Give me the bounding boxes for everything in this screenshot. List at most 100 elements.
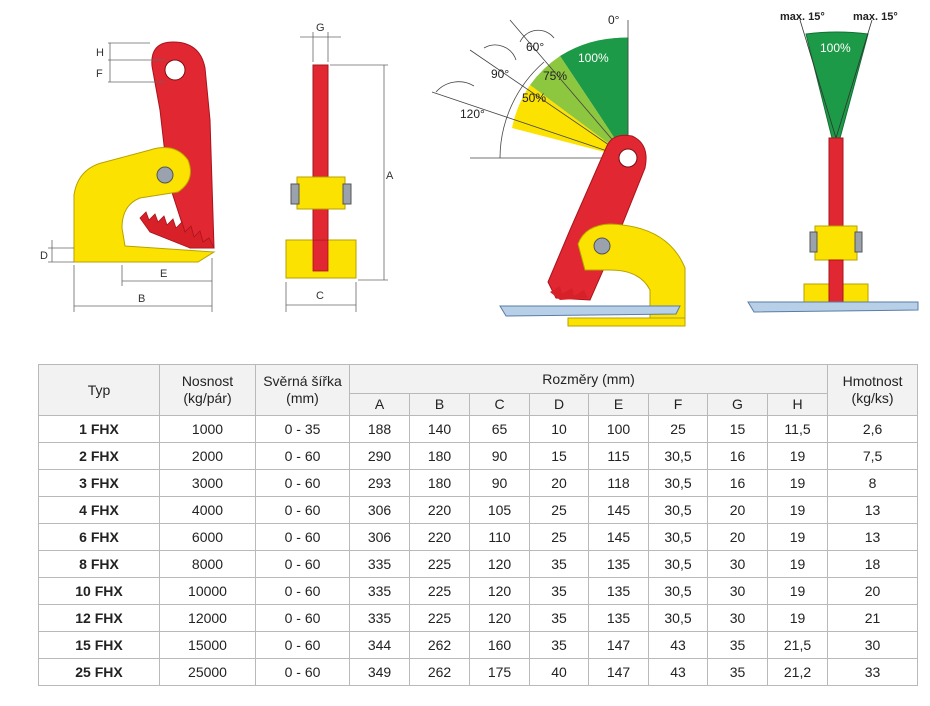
angle-capacity-diagram: 0° 60° 90° 120° 100% 75% 50% <box>431 13 686 327</box>
table-cell: 35 <box>707 658 768 686</box>
table-cell: 135 <box>588 577 649 605</box>
tilted-red-arm <box>547 134 647 301</box>
table-cell: 19 <box>766 523 829 551</box>
tilt-green-cone <box>805 31 869 139</box>
table-cell: 40 <box>529 658 589 686</box>
table-cell: 35 <box>529 631 589 659</box>
table-cell: 110 <box>469 523 530 551</box>
table-cell: 225 <box>409 577 470 605</box>
table-cell: 20 <box>529 469 589 497</box>
header-hmotnost: Hmotnost(kg/ks) <box>827 364 919 416</box>
cell-typ: 10 FHX <box>38 577 160 605</box>
cell-typ: 6 FHX <box>38 523 160 551</box>
table-cell: 19 <box>766 577 829 605</box>
table-cell: 293 <box>349 469 410 497</box>
table-cell: 10000 <box>159 577 256 605</box>
table-cell: 10 <box>529 415 589 443</box>
table-cell: 8 <box>827 469 919 497</box>
pct-75-label: 75% <box>543 69 567 83</box>
sector-50-pct <box>512 85 628 158</box>
table-cell: 180 <box>409 469 470 497</box>
table-cell: 65 <box>469 415 530 443</box>
header-dim-f: F <box>648 393 708 416</box>
specification-table: Typ Nosnost(kg/pár) Svěrná šířka(mm) Roz… <box>38 364 919 686</box>
table-cell: 35 <box>529 550 589 578</box>
table-cell: 16 <box>707 469 768 497</box>
table-cell: 220 <box>409 523 470 551</box>
table-cell: 11,5 <box>766 415 829 443</box>
pct-50-label: 50% <box>522 91 546 105</box>
table-cell: 2000 <box>159 442 256 470</box>
side-red-arm <box>151 41 215 249</box>
table-cell: 225 <box>409 604 470 632</box>
table-cell: 90 <box>469 442 530 470</box>
table-cell: 30,5 <box>648 496 708 524</box>
tilted-steel-plate <box>499 305 681 317</box>
table-cell: 30 <box>707 550 768 578</box>
cell-typ: 12 FHX <box>38 604 160 632</box>
table-cell: 35 <box>529 604 589 632</box>
table-cell: 118 <box>588 469 649 497</box>
table-cell: 225 <box>409 550 470 578</box>
table-cell: 30,5 <box>648 442 708 470</box>
angle-120-label: 120° <box>460 107 485 121</box>
table-cell: 4000 <box>159 496 256 524</box>
side-cam-teeth <box>139 211 215 249</box>
table-cell: 20 <box>707 496 768 524</box>
table-cell: 35 <box>529 577 589 605</box>
angle-90-label: 90° <box>491 67 509 81</box>
table-cell: 120 <box>469 604 530 632</box>
table-cell: 0 - 60 <box>255 442 350 470</box>
table-cell: 30,5 <box>648 550 708 578</box>
table-cell: 19 <box>766 496 829 524</box>
table-cell: 2,6 <box>827 415 919 443</box>
table-cell: 20 <box>707 523 768 551</box>
table-cell: 0 - 60 <box>255 523 350 551</box>
clamp-diagrams: H F D E B G A C <box>40 11 919 327</box>
dim-label-g: G <box>316 22 325 34</box>
angle-60-label: 60° <box>526 40 544 54</box>
cell-typ: 15 FHX <box>38 631 160 659</box>
pct-100-label: 100% <box>578 51 609 65</box>
table-cell: 147 <box>588 631 649 659</box>
header-dim-g: G <box>707 393 768 416</box>
table-cell: 0 - 60 <box>255 550 350 578</box>
table-cell: 21,2 <box>766 658 829 686</box>
table-cell: 220 <box>409 496 470 524</box>
table-cell: 262 <box>409 631 470 659</box>
table-cell: 19 <box>766 550 829 578</box>
dim-label-b: B <box>138 293 145 305</box>
table-cell: 30,5 <box>648 469 708 497</box>
table-cell: 19 <box>766 604 829 632</box>
tilt-left-label: max. 15° <box>780 11 825 23</box>
side-pivot-bolt <box>156 166 174 184</box>
table-cell: 21 <box>827 604 919 632</box>
table-cell: 18 <box>827 550 919 578</box>
table-cell: 20 <box>827 577 919 605</box>
header-dim-c: C <box>469 393 530 416</box>
sector-75-pct <box>530 56 628 158</box>
cell-typ: 25 FHX <box>38 658 160 686</box>
table-cell: 140 <box>409 415 470 443</box>
table-cell: 180 <box>409 442 470 470</box>
front-bolt-block <box>296 176 346 210</box>
header-typ: Typ <box>38 364 160 416</box>
dim-label-c: C <box>316 290 324 302</box>
table-cell: 120 <box>469 577 530 605</box>
table-cell: 25000 <box>159 658 256 686</box>
table-cell: 306 <box>349 523 410 551</box>
table-cell: 30 <box>827 631 919 659</box>
table-cell: 15 <box>707 415 768 443</box>
table-cell: 115 <box>588 442 649 470</box>
table-cell: 12000 <box>159 604 256 632</box>
table-cell: 335 <box>349 604 410 632</box>
table-cell: 306 <box>349 496 410 524</box>
table-cell: 0 - 60 <box>255 496 350 524</box>
